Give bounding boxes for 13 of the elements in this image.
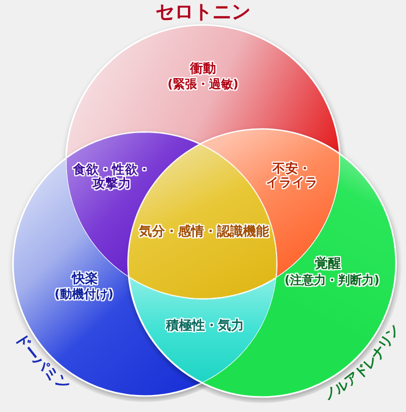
circle-title: ノルアドレナリン	[320, 322, 402, 404]
region-label: (動機付け)	[54, 288, 114, 302]
region-label: 食欲・性欲・攻撃力	[72, 162, 152, 192]
region-label: 覚醒	[315, 258, 341, 272]
region-label: (注意力・判断力)	[284, 274, 380, 288]
circle-title: ドーパミン	[12, 330, 75, 394]
region-label: 気分・感情・認識機能	[138, 226, 269, 240]
region-label: 快楽	[72, 272, 98, 288]
region-label: (緊張・過敏)	[168, 78, 238, 92]
circle-title: セロトニン	[156, 2, 250, 24]
region-label: 衝動	[190, 62, 216, 78]
region-label: 不安・イライラ	[264, 162, 319, 190]
region-label: 積極性・気力	[166, 320, 244, 334]
